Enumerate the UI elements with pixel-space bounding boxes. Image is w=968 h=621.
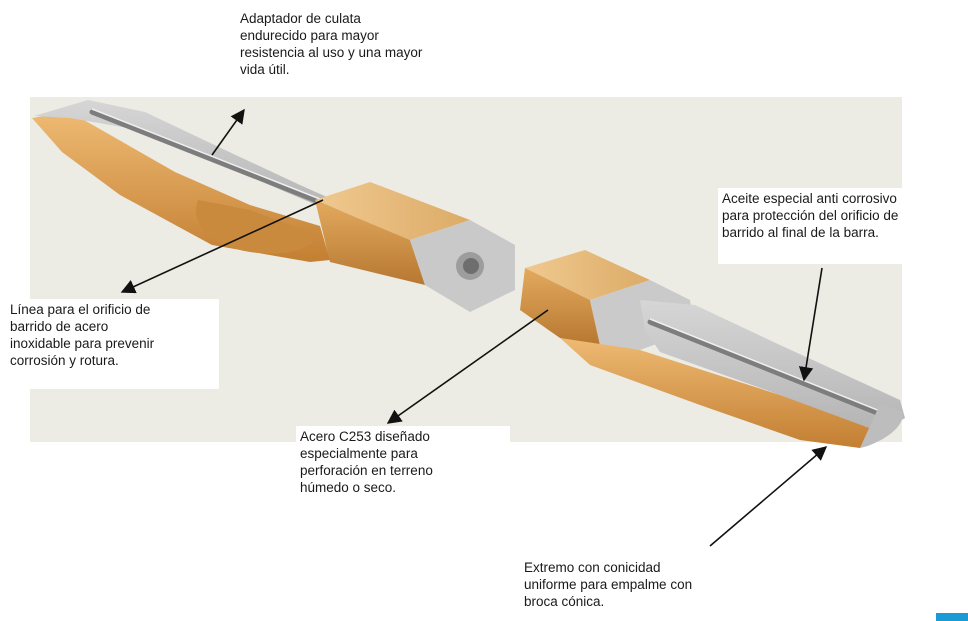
left-rod-section xyxy=(32,100,515,312)
right-taper-end xyxy=(860,404,904,448)
right-hex-side xyxy=(520,268,600,345)
label-steel: Acero C253 diseñado especialmente para p… xyxy=(296,426,510,518)
right-rod-body xyxy=(560,338,880,448)
arrow-adapter xyxy=(211,108,245,156)
label-adapter: Adaptador de culata endurecido para mayo… xyxy=(240,10,520,78)
left-hex-top xyxy=(315,182,470,240)
right-flushing-channel xyxy=(647,319,893,421)
left-flushing-channel xyxy=(89,109,333,209)
corner-accent-mark xyxy=(936,613,968,621)
annotation-arrows xyxy=(120,108,828,547)
left-rod-bulge xyxy=(195,200,318,254)
arrow-taper-end xyxy=(709,446,828,547)
right-rod-section xyxy=(520,250,905,448)
arrow-flushing-line xyxy=(120,199,324,294)
label-anticorrosive-oil: Aceite especial anti corrosivo para prot… xyxy=(718,188,948,264)
label-flushing-line: Línea para el orificio de barrido de ace… xyxy=(6,299,219,389)
arrow-steel xyxy=(386,309,549,424)
arrow-anticorrosive-oil xyxy=(798,267,823,382)
left-hex-side xyxy=(315,200,425,285)
right-hex-top xyxy=(525,250,650,300)
label-taper-end: Extremo con conicidad uniforme para empa… xyxy=(524,559,754,610)
